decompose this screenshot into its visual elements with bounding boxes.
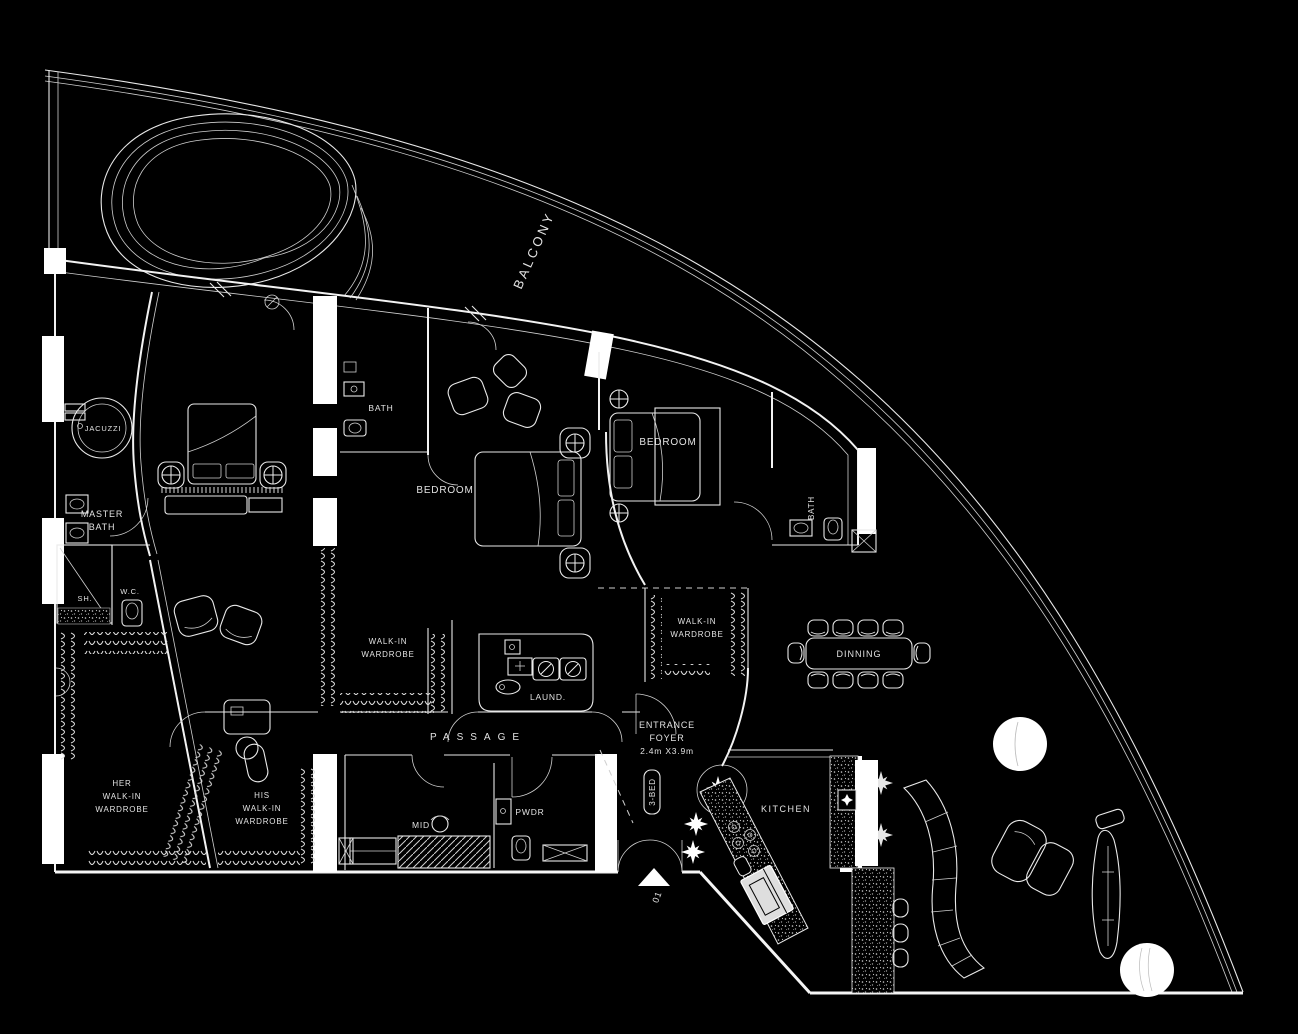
unit-badge: 3-BED — [643, 769, 661, 815]
her-wardrobe: HER WALK-IN WARDROBE — [55, 632, 206, 867]
balcony-label: BALCONY — [510, 209, 558, 291]
walkin2-label-2: WARDROBE — [670, 630, 723, 639]
master-suite: JACUZZI MASTER BATH SH. W.C. — [55, 291, 318, 869]
bath2-label: BATH — [807, 496, 816, 520]
chaise — [991, 819, 1074, 896]
master-bed — [157, 403, 287, 515]
kitchen-island — [829, 755, 909, 994]
oven — [740, 865, 794, 925]
his-wardrobe: HIS WALK-IN WARDROBE — [218, 743, 318, 867]
curved-sofa — [902, 779, 986, 979]
shower-label: SH. — [78, 594, 93, 603]
dining-label: DINNING — [837, 649, 882, 659]
unit-badge-label: 3-BED — [648, 778, 657, 806]
jacuzzi: JACUZZI — [64, 397, 133, 459]
maid-room: MID — [338, 754, 495, 870]
his-label-3: WARDROBE — [235, 817, 288, 826]
powder-room: PWDR — [495, 756, 588, 862]
maid-label: MID — [412, 820, 430, 830]
bath-1: BATH — [340, 308, 459, 486]
entry-arrow — [638, 868, 670, 886]
balcony-planter — [100, 113, 373, 301]
walkin-wardrobe-1: WALK-IN WARDROBE — [315, 548, 453, 714]
entry-door: 01 — [617, 839, 683, 904]
her-rail-diagonal — [162, 743, 224, 865]
entry-number: 01 — [650, 890, 663, 904]
cooktop — [728, 821, 760, 857]
his-label-2: WALK-IN — [243, 804, 282, 813]
kitchen-counter — [699, 777, 809, 945]
bath1-label: BATH — [368, 403, 393, 413]
her-label-1: HER — [112, 779, 131, 788]
laundry-label: LAUND. — [530, 692, 566, 702]
bedroom1-label: BEDROOM — [416, 485, 473, 496]
walkin2-label-1: WALK-IN — [678, 617, 717, 626]
bath-2: BATH — [733, 392, 877, 553]
living-area — [902, 779, 1174, 997]
bedroom-2: BEDROOM BATH WALK-IN WARDROBE — [598, 389, 877, 682]
his-label-1: HIS — [254, 791, 270, 800]
walkin-wardrobe-2: WALK-IN WARDROBE — [598, 587, 749, 682]
powder-label: PWDR — [515, 807, 544, 817]
master-bath-label-2: BATH — [89, 522, 116, 532]
kitchen-label: KITCHEN — [761, 804, 811, 814]
tile-strip — [57, 607, 111, 625]
bedroom-1: BATH BEDROOM WALK-IN WARDROBE — [315, 308, 600, 714]
wc-label: W.C. — [120, 587, 139, 596]
bedroom1-bed: BEDROOM — [416, 427, 591, 579]
master-bath-label-1: MASTER — [81, 509, 123, 519]
jacuzzi-label: JACUZZI — [85, 424, 121, 433]
service-rooms: PASSAGE LAUND. MID — [169, 633, 640, 870]
walkin1-label-1: WALK-IN — [369, 637, 408, 646]
her-label-3: WARDROBE — [95, 805, 148, 814]
tv-console — [1091, 808, 1125, 959]
kitchen: KITCHEN — [699, 667, 909, 994]
foyer-label-1: ENTRANCE — [639, 720, 695, 730]
kitchen-sink — [733, 856, 752, 877]
maid-bed — [397, 835, 491, 869]
bedroom2-label: BEDROOM — [639, 437, 696, 448]
round-table — [993, 717, 1047, 771]
floor-feature — [1120, 943, 1174, 997]
bedroom1-armchairs — [447, 353, 542, 428]
her-label-2: WALK-IN — [103, 792, 142, 801]
foyer-label-3: 2.4m X3.9m — [640, 746, 694, 756]
dressing-table — [223, 699, 271, 760]
passage-label: PASSAGE — [430, 732, 526, 743]
foyer-label-2: FOYER — [649, 733, 684, 743]
window-break-ticks — [209, 281, 487, 322]
wc-room: W.C. — [57, 497, 150, 627]
bedroom2-bed: BEDROOM — [609, 389, 701, 523]
dining-area: DINNING — [787, 619, 1047, 771]
bed-runner — [160, 487, 285, 493]
laundry: LAUND. — [447, 633, 623, 743]
master-armchairs — [173, 595, 263, 646]
walkin1-label-2: WARDROBE — [361, 650, 414, 659]
